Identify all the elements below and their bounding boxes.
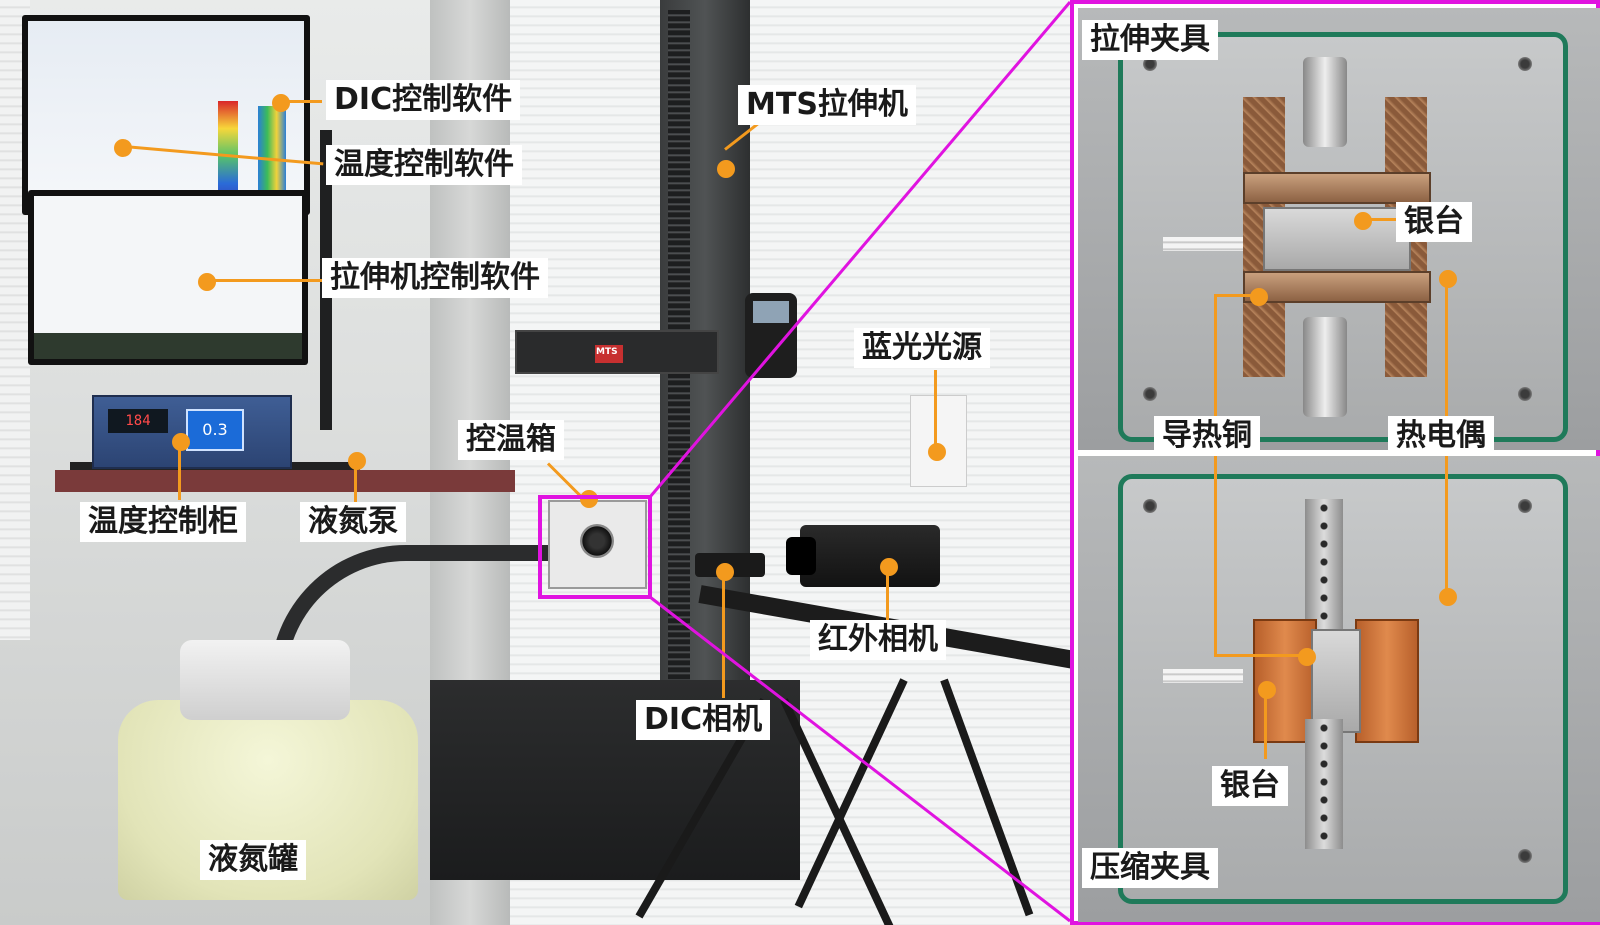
chamber-window	[580, 524, 614, 558]
callout-dot	[272, 94, 290, 112]
chamber-interior	[1118, 474, 1568, 904]
label-dic-software: DIC控制软件	[326, 80, 521, 120]
infrared-camera-body	[786, 525, 940, 587]
leader-ir-camera	[886, 565, 889, 620]
label-ln2-tank: 液氮罐	[200, 840, 306, 880]
label-dic-camera: DIC相机	[636, 700, 771, 740]
lower-clamp-bar	[1243, 271, 1431, 303]
leader-dic-software	[282, 100, 322, 103]
label-thermocouple: 热电偶	[1388, 416, 1494, 456]
lower-grip-shaft	[1303, 317, 1347, 417]
callout-dot	[717, 160, 735, 178]
chamber-interior	[1118, 32, 1568, 442]
screw-hole	[1143, 57, 1157, 71]
callout-dot	[114, 139, 132, 157]
label-silver-stage-bottom: 银台	[1212, 766, 1288, 806]
screw-hole	[1518, 57, 1532, 71]
label-compression-fixture: 压缩夹具	[1082, 848, 1218, 888]
callout-dot	[172, 433, 190, 451]
silver-stage	[1263, 207, 1411, 271]
leader-blue-light	[934, 370, 937, 450]
screw-hole	[1518, 499, 1532, 513]
label-silver-stage-top: 银台	[1396, 202, 1472, 242]
leader-tensile-software	[208, 279, 326, 282]
monitor-bottom-screen	[34, 196, 302, 359]
fixture-detail-panel: 拉伸夹具 银台 导热铜 热电偶 银台 压缩夹具	[1070, 0, 1600, 925]
tensile-fixture-photo	[1078, 8, 1600, 450]
label-temp-box: 控温箱	[458, 420, 564, 460]
silver-stage	[1311, 629, 1361, 733]
label-blue-light: 蓝光光源	[854, 328, 990, 368]
callout-dot	[716, 563, 734, 581]
leader-silver-stage-bottom	[1264, 687, 1267, 759]
label-ln2-pump: 液氮泵	[300, 502, 406, 542]
blue-light-source	[910, 395, 967, 487]
monitor-top-screen	[28, 21, 304, 211]
controller-display-red: 184	[108, 409, 168, 433]
lab-setup-photo: MTS 184 0.3	[0, 0, 1080, 925]
dic-strain-field	[258, 106, 286, 206]
callout-dot	[1439, 270, 1457, 288]
callout-dot	[1258, 681, 1276, 699]
label-temp-software: 温度控制软件	[326, 145, 522, 185]
screw-hole	[1518, 849, 1532, 863]
callout-dot	[1298, 648, 1316, 666]
screw-hole	[1143, 387, 1157, 401]
label-ir-camera: 红外相机	[810, 620, 946, 660]
thermal-copper-block	[1355, 619, 1419, 743]
leader-thermal-copper-h2	[1214, 654, 1302, 657]
desk-top	[55, 470, 515, 492]
label-tensile-software: 拉伸机控制软件	[322, 258, 548, 298]
mts-handset	[745, 293, 797, 378]
leader-thermal-copper	[1214, 294, 1217, 654]
leader-dic-camera	[722, 570, 725, 698]
screw-hole	[1518, 387, 1532, 401]
temperature-chamber	[548, 500, 647, 589]
controller-display-blue: 0.3	[186, 409, 244, 451]
wire-bundle	[1163, 237, 1243, 251]
label-temp-cabinet: 温度控制柜	[80, 502, 246, 542]
leader-ln2-pump	[354, 458, 357, 502]
label-mts-machine: MTS拉伸机	[738, 85, 916, 125]
callout-dot	[1250, 288, 1268, 306]
callout-dot	[1354, 212, 1372, 230]
label-tensile-fixture: 拉伸夹具	[1082, 20, 1218, 60]
monitor-bottom	[28, 190, 308, 365]
leader-silver-stage-top	[1362, 218, 1402, 221]
temperature-controller-unit: 184 0.3	[92, 395, 292, 469]
monitor-top	[22, 15, 310, 215]
callout-dot	[928, 443, 946, 461]
callout-dot	[198, 273, 216, 291]
wire-bundle	[1163, 669, 1243, 683]
mts-handset-screen	[753, 301, 789, 323]
callout-dot	[580, 490, 598, 508]
lower-compression-rod	[1305, 719, 1343, 849]
mts-logo-text: MTS	[596, 347, 618, 357]
label-thermal-copper: 导热铜	[1154, 416, 1260, 456]
leader-temp-cabinet	[178, 440, 181, 500]
infrared-camera-lens	[786, 537, 816, 575]
monitor-bottom-statusbar	[34, 333, 302, 359]
callout-dot	[880, 558, 898, 576]
leader-thermal-copper-h	[1214, 294, 1252, 297]
upper-clamp-bar	[1243, 172, 1431, 204]
ln2-tank-lid	[180, 640, 350, 720]
compression-fixture-photo	[1078, 456, 1600, 922]
upper-grip-shaft	[1303, 57, 1347, 147]
screw-hole	[1143, 499, 1157, 513]
callout-dot	[1439, 588, 1457, 606]
mts-logo-plate: MTS	[595, 345, 623, 363]
callout-dot	[348, 452, 366, 470]
